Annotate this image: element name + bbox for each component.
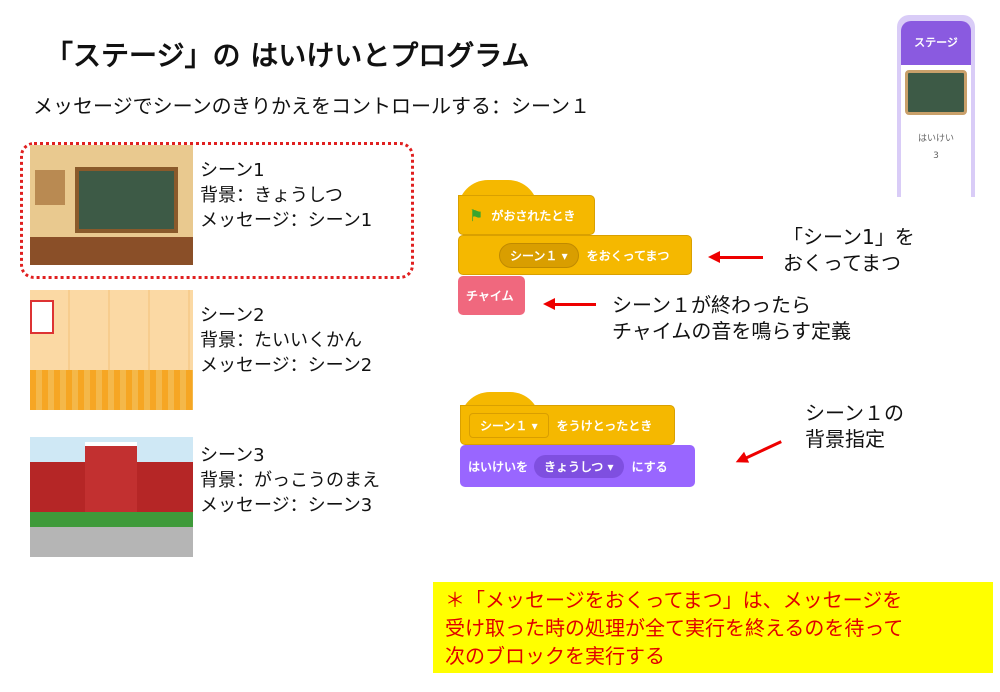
backdrop-label: はいけい (917, 134, 954, 144)
stage-thumbnail[interactable] (905, 70, 967, 115)
scene-name: シーン2 (200, 305, 265, 326)
backdrop-dropdown[interactable]: きょうしつ ▾ (534, 454, 624, 478)
green-flag-icon: ⚑ (469, 205, 484, 225)
block-label: をうけとったとき (556, 418, 653, 433)
arrow-left-icon (744, 440, 782, 460)
footnote-line: ＊「メッセージをおくってまつ」は、メッセージを (445, 588, 903, 612)
scene-1-info: シーン1 背景：きょうしつ メッセージ：シーン1 (200, 158, 372, 233)
when-flag-clicked-block[interactable]: ⚑ がおされたとき (458, 195, 595, 235)
note-backdrop: シーン１の 背景指定 (805, 400, 904, 452)
note-line: シーン１の (805, 401, 904, 425)
scene-2-info: シーン2 背景：たいいくかん メッセージ：シーン2 (200, 303, 372, 378)
dropdown-value: きょうしつ (544, 459, 604, 474)
when-i-receive-block[interactable]: シーン１ ▾ をうけとったとき (460, 405, 675, 445)
note-line: チャイムの音を鳴らす定義 (612, 319, 851, 343)
block-label: はいけいを (468, 459, 529, 474)
scene-background: 背景：がっこうのまえ (200, 470, 380, 491)
message-dropdown[interactable]: シーン１ ▾ (499, 242, 579, 268)
stage-body: はいけい 3 (901, 65, 971, 197)
scene-background: 背景：きょうしつ (200, 185, 343, 206)
dropdown-value: シーン１ (510, 248, 558, 263)
gym-image (30, 290, 193, 410)
classroom-image (30, 145, 193, 265)
page-subtitle: メッセージでシーンのきりかえをコントロールする：シーン１ (33, 94, 590, 118)
backdrop-count: 3 (933, 151, 939, 161)
footnote-line: 次のブロックを実行する (445, 644, 665, 668)
block-label: にする (631, 459, 668, 474)
note-line: 背景指定 (805, 427, 885, 451)
scene-name: シーン1 (200, 160, 265, 181)
note-line: おくってまつ (783, 251, 901, 275)
chime-block[interactable]: チャイム (458, 276, 525, 315)
note-chime: シーン１が終わったら チャイムの音を鳴らす定義 (612, 292, 851, 344)
scene-message: メッセージ：シーン3 (200, 495, 373, 516)
scene-message: メッセージ：シーン2 (200, 355, 373, 376)
message-dropdown[interactable]: シーン１ ▾ (469, 412, 549, 438)
arrow-left-icon (543, 298, 596, 310)
page-title: 「ステージ」の はいけいとプログラム (45, 39, 530, 72)
selected-scene-highlight (20, 142, 414, 279)
stage-panel[interactable]: ステージ はいけい 3 (897, 15, 975, 197)
switch-backdrop-block[interactable]: はいけいを きょうしつ ▾ にする (460, 445, 695, 487)
scene-background: 背景：たいいくかん (200, 330, 362, 351)
arrow-left-icon (708, 251, 763, 263)
footnote-box: ＊「メッセージをおくってまつ」は、メッセージを 受け取った時の処理が全て実行を終… (433, 582, 993, 673)
school-front-image (30, 437, 193, 557)
block-label: チャイム (466, 289, 514, 303)
scene-message: メッセージ：シーン1 (200, 210, 373, 231)
block-label: をおくってまつ (586, 248, 670, 263)
note-broadcast: 「シーン1」を おくってまつ (783, 224, 915, 276)
footnote-line: 受け取った時の処理が全て実行を終えるのを待って (445, 616, 904, 640)
broadcast-and-wait-block[interactable]: シーン１ ▾ をおくってまつ (458, 235, 692, 275)
dropdown-value: シーン１ (480, 418, 528, 433)
note-line: シーン１が終わったら (612, 293, 811, 317)
scene-name: シーン3 (200, 445, 265, 466)
block-label: がおされたとき (491, 208, 576, 223)
stage-header: ステージ (901, 21, 971, 65)
note-line: 「シーン1」を (783, 225, 915, 249)
scene-3-info: シーン3 背景：がっこうのまえ メッセージ：シーン3 (200, 443, 380, 518)
